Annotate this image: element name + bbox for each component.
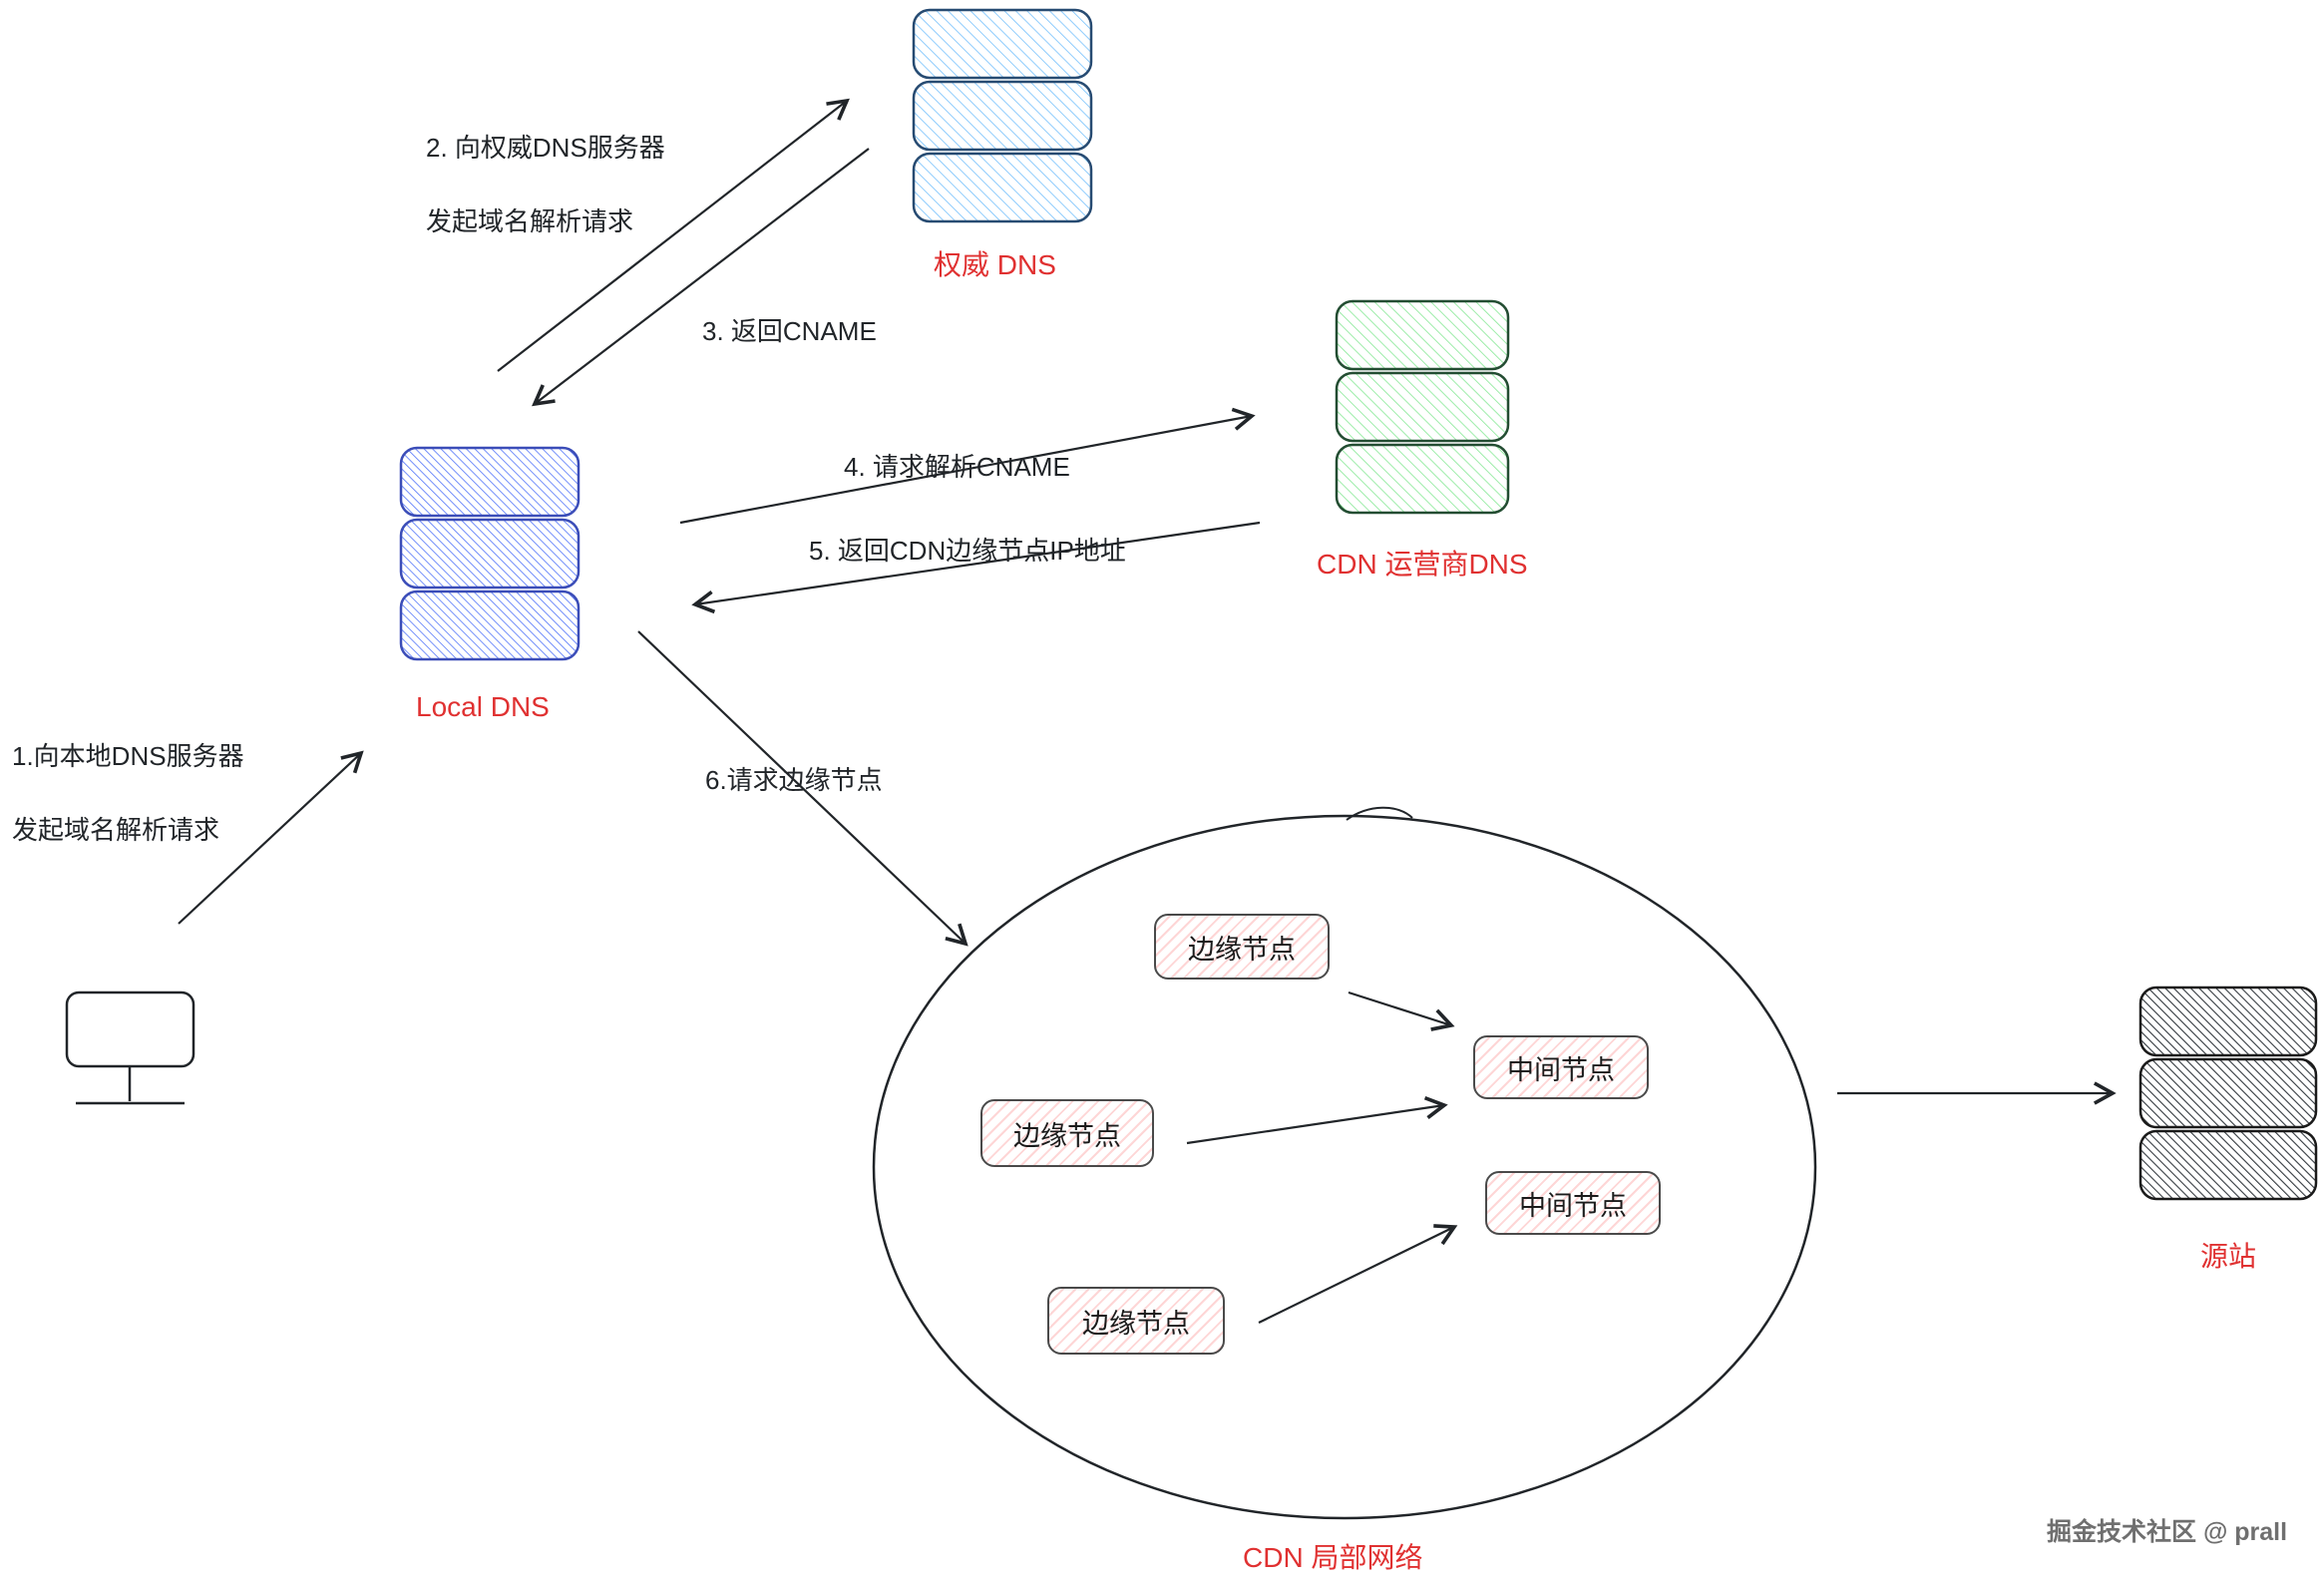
mid-node-2: 中间节点 (1485, 1171, 1661, 1235)
edge-node-3: 边缘节点 (1047, 1287, 1225, 1355)
step4-label: 4. 请求解析CNAME (844, 452, 1070, 482)
step1-line1: 1.向本地DNS服务器 (12, 741, 244, 771)
arrow-step1-client-to-localdns (178, 750, 364, 925)
auth-dns-database-icon (912, 8, 1093, 223)
watermark: 掘金技术社区 @ prall (2047, 1518, 2288, 1546)
local-dns-label: Local DNS (416, 691, 550, 722)
arrow-step6-localdns-to-cdnnetwork (637, 630, 968, 947)
arrow-edge2-to-mid1 (1186, 1095, 1448, 1145)
step1-label: 1.向本地DNS服务器 发起域名解析请求 (12, 738, 244, 849)
arrow-step5-cdndns-to-localdns (691, 521, 1261, 614)
step2-line1: 2. 向权威DNS服务器 (426, 133, 665, 163)
step6-label: 6.请求边缘节点 (705, 765, 883, 795)
edge-node-2: 边缘节点 (980, 1099, 1154, 1167)
edge-node-1: 边缘节点 (1154, 914, 1330, 980)
pen-artifact (1346, 806, 1413, 821)
step1-line2: 发起域名解析请求 (12, 815, 220, 845)
auth-dns-label: 权威 DNS (934, 249, 1056, 280)
local-dns-database-icon (399, 446, 581, 661)
cdn-dns-database-icon (1335, 299, 1510, 515)
client-computer-icon (65, 990, 195, 1105)
step2-line2: 发起域名解析请求 (426, 206, 634, 236)
arrow-step2-localdns-to-authdns (497, 98, 850, 372)
step5-label: 5. 返回CDN边缘节点IP地址 (809, 536, 1126, 566)
arrow-step3-authdns-to-localdns (532, 148, 870, 407)
cdn-network-label: CDN 局部网络 (1243, 1542, 1423, 1573)
step3-label: 3. 返回CNAME (702, 316, 877, 346)
origin-database-icon (2138, 986, 2318, 1201)
cdn-dns-label: CDN 运营商DNS (1317, 549, 1528, 580)
origin-label: 源站 (2200, 1241, 2257, 1272)
step2-label: 2. 向权威DNS服务器 发起域名解析请求 (426, 130, 665, 240)
cdn-network-ellipse (872, 814, 1817, 1520)
arrow-edge3-to-mid2 (1258, 1224, 1458, 1324)
arrow-step4-localdns-to-cdndns (679, 407, 1256, 525)
mid-node-1: 中间节点 (1473, 1035, 1649, 1099)
arrow-edge1-to-mid1 (1348, 990, 1455, 1031)
